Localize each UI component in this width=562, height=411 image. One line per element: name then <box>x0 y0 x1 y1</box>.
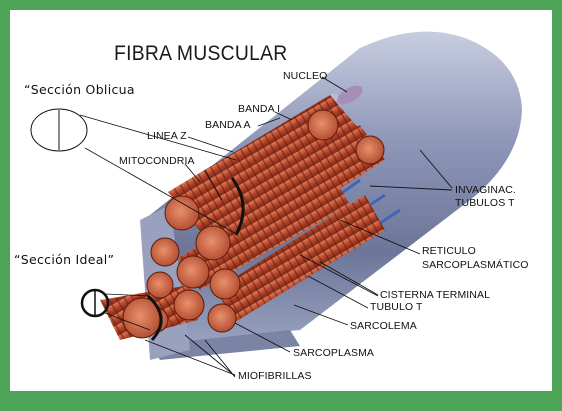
label-sarcoplasmatico: SARCOPLASMÁTICO <box>422 259 529 271</box>
label-sarcolema: SARCOLEMA <box>350 320 417 332</box>
label-tubulo-t: TUBULO T <box>370 301 423 313</box>
label-mitocondria: MITOCONDRIA <box>119 155 195 167</box>
label-miofibrillas: MIOFIBRILLAS <box>238 370 312 382</box>
label-reticulo: RETICULO <box>422 245 476 257</box>
diagram-title: FIBRA MUSCULAR <box>114 42 287 66</box>
label-tubulos-t: TUBULOS T <box>455 197 515 209</box>
label-linea-z: LINEA Z <box>147 130 187 142</box>
label-banda-a: BANDA A <box>205 119 251 131</box>
label-cisterna-terminal: CISTERNA TERMINAL <box>380 289 490 301</box>
label-sarcoplasma: SARCOPLASMA <box>293 347 374 359</box>
label-invaginac: INVAGINAC. <box>455 184 516 196</box>
oblique-section-note: “Sección Oblicua <box>24 82 135 97</box>
ideal-section-note: “Sección Ideal” <box>14 252 114 267</box>
label-nucleo: NUCLEO <box>283 70 327 82</box>
label-banda-i: BANDA I <box>238 103 280 115</box>
